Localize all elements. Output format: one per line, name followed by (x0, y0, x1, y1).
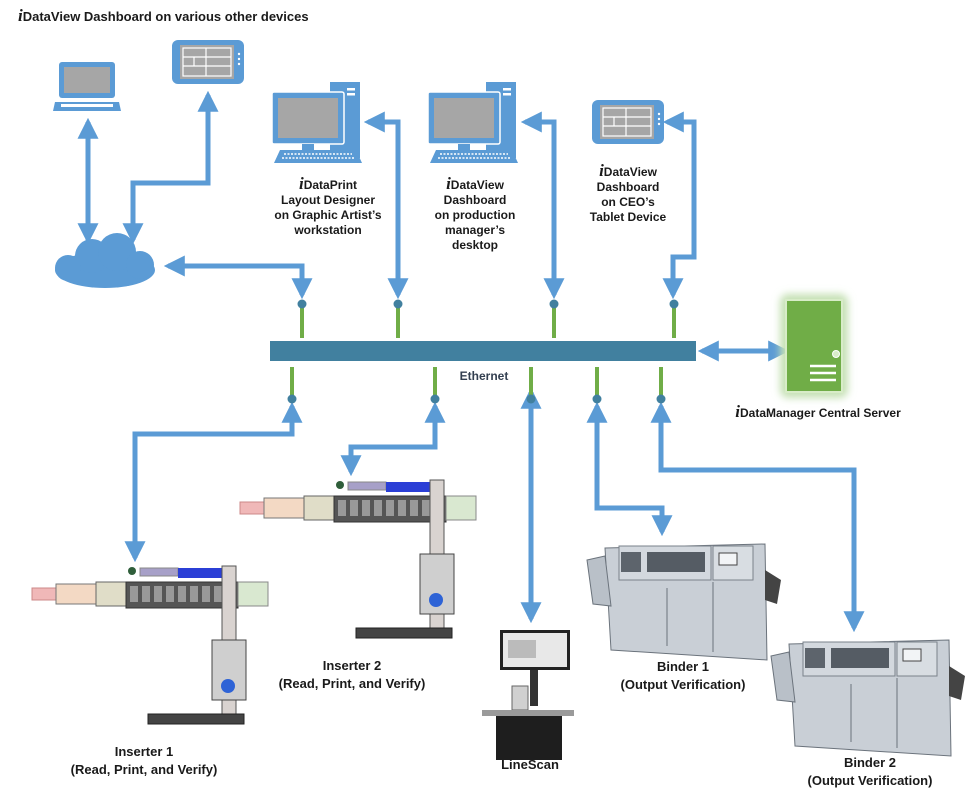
brand-i-glyph: i (446, 174, 451, 193)
device-name: LineScan (501, 757, 559, 772)
production-manager-label: iDataView Dashboard on production manage… (420, 174, 530, 253)
label-line: Tablet Device (589, 210, 667, 224)
inserter-2-label: Inserter 2 (Read, Print, and Verify) (262, 657, 442, 693)
ethernet-bus-group (270, 299, 696, 404)
label-line: workstation (294, 223, 362, 237)
device-name: Inserter 2 (322, 658, 382, 673)
label-line: desktop (451, 238, 498, 252)
binder-2-label: Binder 2 (Output Verification) (792, 754, 948, 790)
label-line: on CEO’s (601, 195, 655, 209)
brand-name: DataView (603, 165, 657, 179)
arrow-graphic-artist (363, 111, 409, 300)
linescan-image (482, 630, 574, 760)
ethernet-bus (270, 341, 696, 361)
brand-i-glyph: i (735, 402, 740, 421)
desktop-icon (271, 82, 362, 163)
laptop-icon (53, 62, 121, 111)
arrow-production-manager (520, 111, 565, 300)
inserter-1-image (31, 565, 269, 725)
arrow-cloud-tablet (122, 90, 219, 245)
ceo-tablet-label: iDataView Dashboard on CEO’s Tablet Devi… (578, 161, 678, 225)
device-subtitle: (Output Verification) (807, 773, 933, 788)
label-line: on production (434, 208, 516, 222)
brand-name: DataManager Central Server (740, 406, 901, 420)
arrow-inserter-1 (124, 401, 303, 563)
connectors-bottom (124, 387, 865, 633)
arrow-ceo-tablet (662, 111, 697, 300)
brand-name: DataPrint (303, 178, 358, 192)
diagram-title: iDataView Dashboard on various other dev… (18, 6, 309, 25)
binder-2-image (770, 639, 965, 757)
binder-1-image (586, 543, 781, 661)
arrow-binder-1 (586, 401, 673, 537)
label-line: Dashboard (596, 180, 660, 194)
device-name: Binder 1 (656, 659, 709, 674)
device-subtitle: (Read, Print, and Verify) (70, 762, 218, 777)
title-text: DataView Dashboard on various other devi… (22, 9, 309, 24)
graphic-artist-label: iDataPrint Layout Designer on Graphic Ar… (253, 174, 403, 238)
brand-name: DataView (450, 178, 504, 192)
device-name: Binder 2 (843, 755, 896, 770)
linescan-label: LineScan (488, 756, 572, 774)
tablet-icon (592, 100, 664, 144)
inserter-1-label: Inserter 1 (Read, Print, and Verify) (54, 743, 234, 779)
device-subtitle: (Output Verification) (620, 677, 746, 692)
tablet-icon (172, 40, 244, 84)
ethernet-label: Ethernet (459, 369, 509, 383)
brand-i-glyph: i (18, 6, 23, 25)
desktop-icon (427, 82, 518, 163)
cloud-icon (55, 233, 155, 288)
device-subtitle: (Read, Print, and Verify) (278, 676, 426, 691)
arrow-cloud-ethernet (163, 255, 313, 300)
server-icon (780, 294, 848, 398)
device-name: Inserter 1 (114, 744, 174, 759)
brand-i-glyph: i (298, 174, 304, 193)
brand-i-glyph: i (599, 161, 604, 180)
label-line: Dashboard (443, 193, 507, 207)
label-line: Layout Designer (280, 193, 376, 207)
server-label: iDataManager Central Server (730, 402, 906, 421)
binder-1-label: Binder 1 (Output Verification) (605, 658, 761, 694)
label-line: manager’s (444, 223, 506, 237)
connectors-top (77, 90, 790, 362)
arrow-binder-2 (650, 401, 865, 633)
label-line: on Graphic Artist’s (274, 208, 382, 222)
inserter-2-image (239, 479, 477, 639)
arrow-inserter-2 (340, 401, 446, 477)
